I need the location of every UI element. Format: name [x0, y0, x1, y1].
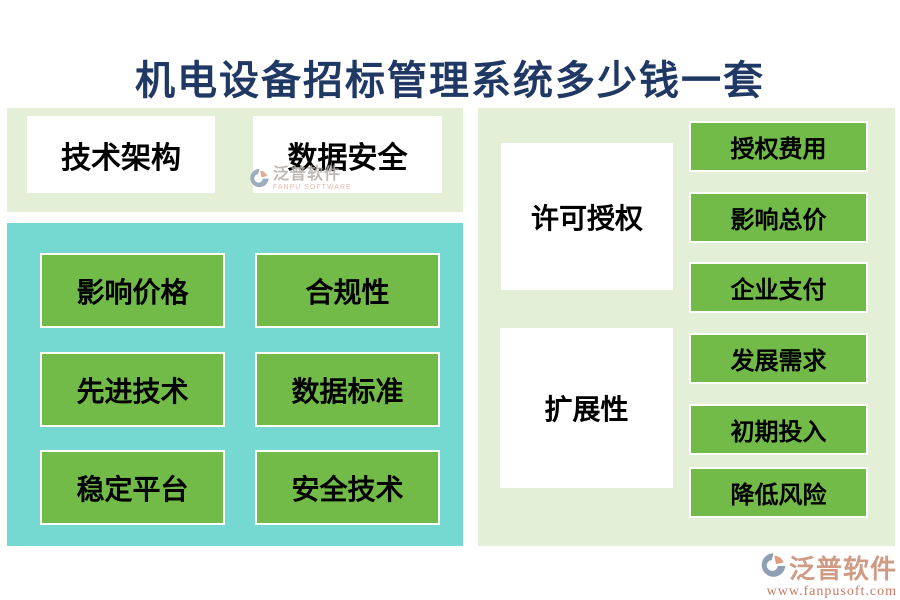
group-card-extensibility: 扩展性: [500, 328, 673, 488]
fanpu-logo-icon: [760, 550, 787, 585]
factor-item-price-impact: 影响价格: [40, 253, 225, 328]
group-card-label: 许可授权: [530, 202, 643, 234]
group-card-label: 扩展性: [544, 394, 629, 425]
category-card-label: 数据安全: [287, 141, 408, 175]
group-card-license-auth: 许可授权: [501, 143, 673, 290]
category-card-data-security: 数据安全: [253, 116, 442, 193]
footer-url: www.fanpusoft.com: [766, 584, 897, 599]
fanpu-watermark: 泛普软件 FANPU SOFTWARE: [249, 166, 352, 195]
fanpu-logo-icon: [249, 166, 270, 195]
factor-item-compliance: 合规性: [255, 253, 440, 328]
watermark-brand-sub: FANPU SOFTWARE: [273, 184, 352, 191]
license-item-enterprise-pay: 企业支付: [689, 262, 868, 313]
category-card-tech-architecture: 技术架构: [27, 116, 215, 193]
factors-panel: 影响价格 合规性 先进技术 数据标准 稳定平台 安全技术: [7, 223, 463, 546]
right-panel: 许可授权 授权费用 影响总价 企业支付 扩展性 发展需求 初期投入 降低风险: [478, 108, 895, 546]
factor-item-advanced-tech: 先进技术: [40, 352, 225, 427]
fanpu-footer-logo: 泛普软件 www.fanpusoft.com: [745, 549, 897, 600]
page-title: 机电设备招标管理系统多少钱一套: [135, 58, 765, 103]
footer-brand: 泛普软件: [788, 555, 897, 584]
watermark-text: 泛普软件 FANPU SOFTWARE: [273, 166, 352, 192]
extensibility-item-lower-risk: 降低风险: [689, 467, 868, 518]
watermark-brand: 泛普软件: [273, 166, 342, 183]
factor-item-security-tech: 安全技术: [255, 450, 440, 525]
license-item-auth-fee: 授权费用: [689, 121, 868, 172]
category-card-label: 技术架构: [61, 141, 181, 175]
footer-logo-row: 泛普软件: [745, 549, 897, 586]
factor-item-stable-platform: 稳定平台: [40, 450, 225, 525]
extensibility-item-dev-needs: 发展需求: [689, 333, 868, 384]
extensibility-item-initial-cost: 初期投入: [689, 404, 868, 455]
license-item-total-price: 影响总价: [689, 192, 868, 243]
factor-item-data-standard: 数据标准: [255, 352, 440, 427]
left-header-band: 技术架构 数据安全: [7, 108, 463, 212]
